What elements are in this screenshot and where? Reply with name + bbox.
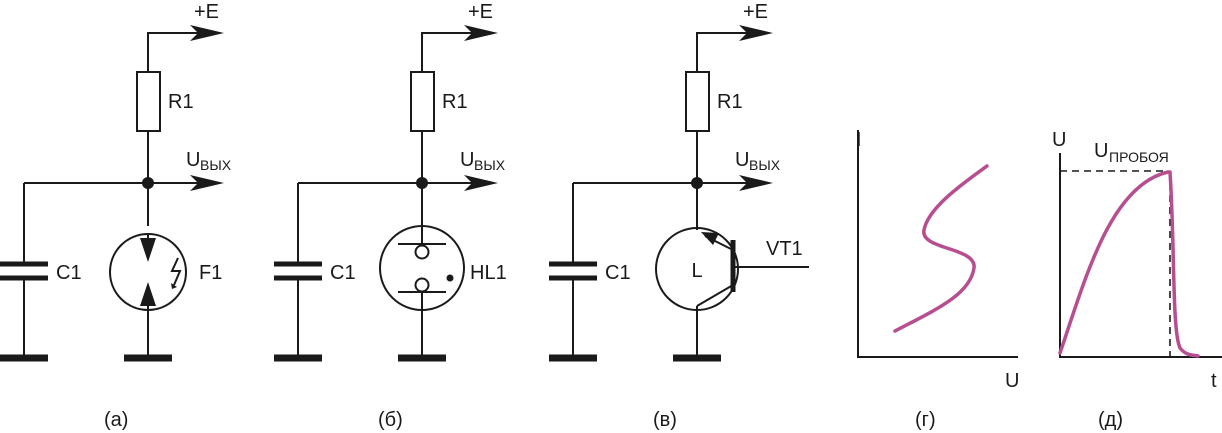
resistor-r1 (685, 71, 710, 132)
device-label: HL1 (470, 262, 507, 284)
caption: (а) (104, 409, 128, 431)
lightning-icon (170, 257, 182, 286)
capacitor-label: C1 (605, 262, 631, 284)
iv-characteristic-plot: I U (г) (856, 129, 1019, 431)
resistor-r1 (136, 71, 161, 132)
breakdown-label-sub: ПРОБОЯ (1109, 149, 1169, 165)
capacitor-label: C1 (330, 262, 356, 284)
gas-dot-icon (446, 274, 454, 282)
caption: (д) (1098, 409, 1123, 431)
output-label-main: U (460, 149, 474, 171)
junction-dot (691, 177, 703, 189)
caption: (в) (653, 409, 677, 431)
voltage-curve (1058, 170, 1200, 358)
device-label: F1 (199, 262, 222, 284)
breakdown-label-main: U (1094, 140, 1108, 162)
plot-axes (1059, 153, 1222, 358)
circuit-a: +E R1 U ВЫХ C1 F1 (а) (0, 1, 232, 431)
supply-label: +E (194, 1, 219, 23)
circuit-c: +E R1 U ВЫХ C1 L VT1 (в) (549, 1, 809, 431)
y-axis-label: U (1052, 129, 1066, 151)
emitter-arrow-icon (701, 232, 719, 245)
output-label-main: U (735, 149, 749, 171)
output-label-sub: ВЫХ (474, 157, 506, 173)
supply-wire (147, 32, 200, 72)
x-axis-label: U (1005, 370, 1019, 392)
junction-dot (142, 177, 154, 189)
iv-curve (893, 164, 989, 333)
resistor-label: R1 (442, 91, 468, 113)
collector-lead (696, 284, 734, 307)
device-inner-label: L (691, 260, 702, 282)
supply-label: +E (743, 1, 768, 23)
output-label-main: U (186, 149, 200, 171)
electrode-bottom-icon (140, 282, 156, 306)
output-label-sub: ВЫХ (749, 157, 781, 173)
output-arrow-icon (190, 175, 224, 191)
resistor-label: R1 (168, 91, 194, 113)
output-label-sub: ВЫХ (200, 157, 232, 173)
arrow-icon (464, 25, 498, 41)
x-axis-label: t (1211, 370, 1217, 392)
resistor-r1 (410, 71, 435, 132)
capacitor-label: C1 (56, 262, 82, 284)
supply-label: +E (468, 1, 493, 23)
output-arrow-icon (464, 175, 498, 191)
electrode-top-icon (140, 238, 156, 262)
output-arrow-icon (739, 175, 773, 191)
arrow-icon (190, 25, 224, 41)
caption: (б) (378, 409, 403, 431)
circuit-b: +E R1 U ВЫХ C1 HL1 (б) (274, 1, 507, 431)
y-axis-label: I (856, 129, 862, 151)
arrow-icon (739, 25, 773, 41)
voltage-time-plot: U t U ПРОБОЯ (д) (1052, 129, 1222, 431)
plot-axes (857, 130, 1018, 358)
device-label: VT1 (766, 238, 803, 260)
caption: (г) (915, 409, 936, 431)
junction-dot (416, 177, 428, 189)
resistor-label: R1 (717, 91, 743, 113)
